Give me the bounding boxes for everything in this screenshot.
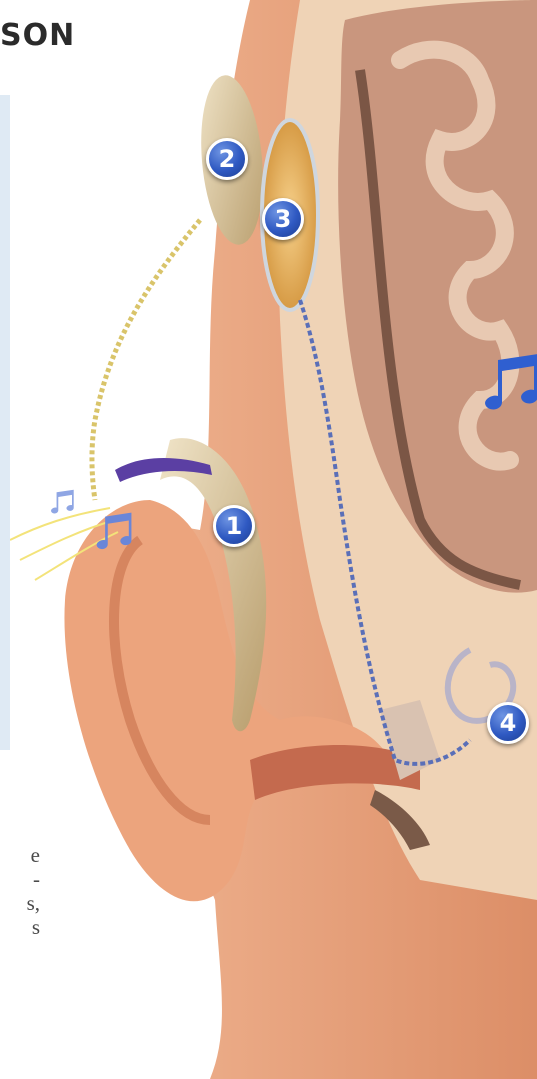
caption-line-3: s, <box>0 891 40 915</box>
caption-fragment: e - s, s <box>0 843 40 939</box>
step-marker-3: 3 <box>262 198 304 240</box>
caption-line-2: - <box>0 867 40 891</box>
step-marker-2: 2 <box>206 138 248 180</box>
music-note-icon <box>478 350 537 420</box>
caption-line-1: e <box>0 843 40 867</box>
page-title: SON <box>0 18 75 53</box>
sidebar-panel <box>0 95 10 750</box>
step-marker-4: 4 <box>487 702 529 744</box>
music-note-icon <box>92 510 138 556</box>
step-marker-1: 1 <box>213 505 255 547</box>
caption-line-4: s <box>0 915 40 939</box>
music-note-icon <box>48 488 78 518</box>
